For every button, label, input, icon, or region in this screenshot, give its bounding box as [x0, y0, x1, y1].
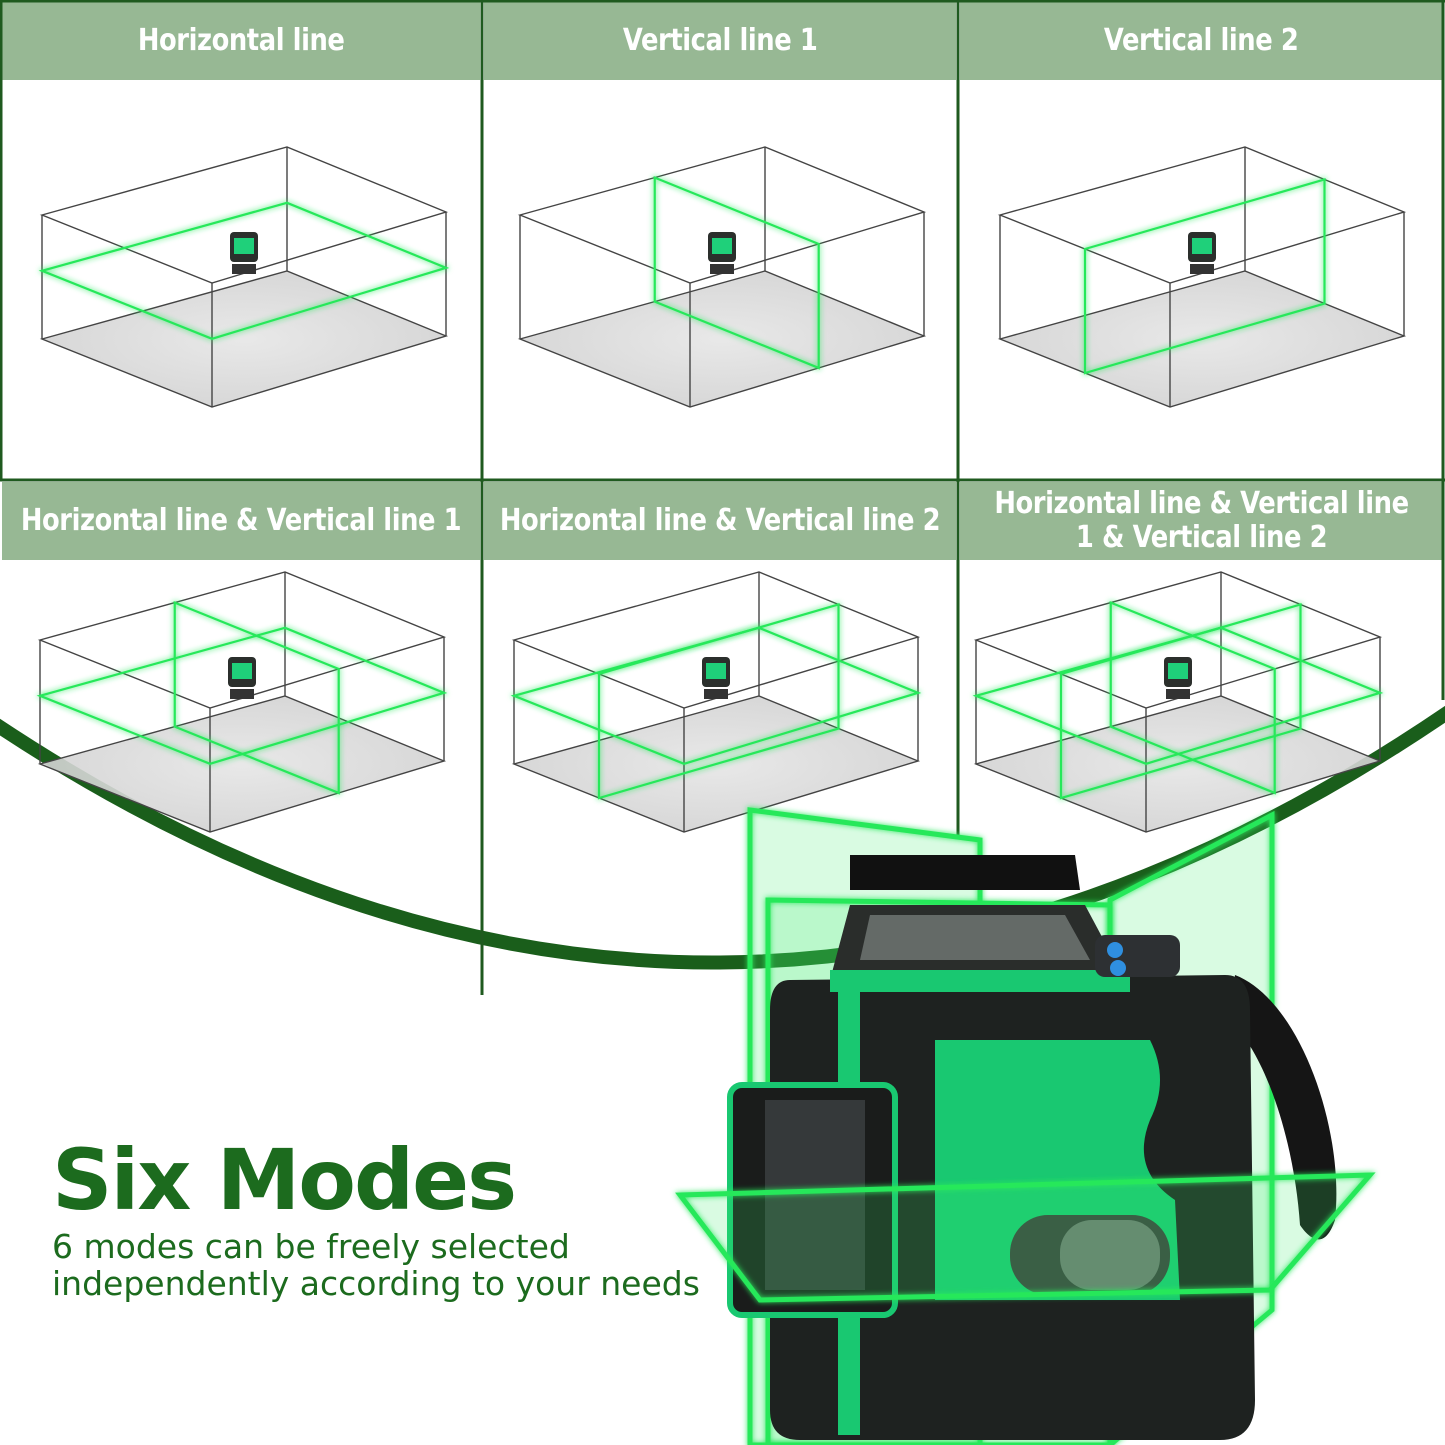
- laser-horizontal: [38, 201, 450, 340]
- mode-header-band: [484, 482, 956, 560]
- mode-grid: [0, 0, 1445, 995]
- laser-vertical-1: [1109, 600, 1276, 795]
- mode-title: Vertical line 1: [484, 2, 956, 80]
- mode-header-band: [2, 482, 480, 560]
- mode-title-text: Vertical line 1: [622, 23, 818, 58]
- room-box: [38, 146, 450, 408]
- mode-title-text: Horizontal line & Vertical line 2: [499, 503, 941, 538]
- laser-vertical-2: [1059, 603, 1302, 800]
- mode-header-band: [2, 2, 480, 80]
- mode-title-text: Horizontal line & Vertical line 1: [20, 503, 462, 538]
- room-floor: [42, 271, 446, 407]
- room-floor: [520, 271, 924, 407]
- mode-header-band: [960, 482, 1443, 560]
- headline: Six Modes: [52, 1131, 517, 1229]
- wrist-strap-icon: [1230, 975, 1337, 1240]
- room-box: [36, 571, 448, 833]
- mode-title: Horizontal line: [2, 2, 480, 80]
- mode-title: Horizontal line & Vertical line 1: [2, 482, 480, 560]
- laser-vertical-2: [1083, 178, 1326, 375]
- subtext: 6 modes can be freely selected independe…: [52, 1227, 700, 1303]
- room-floor: [40, 696, 444, 832]
- mode-header-band: [484, 2, 956, 80]
- laser-level-icon: [675, 807, 1376, 1445]
- mode-title: Vertical line 2: [960, 2, 1443, 80]
- mode-title-text: Horizontal line & Vertical line 1 & Vert…: [994, 486, 1409, 555]
- room-box: [517, 146, 927, 408]
- power-button: [1107, 942, 1123, 958]
- laser-vertical-2: [597, 603, 840, 800]
- device-top-cap: [850, 855, 1080, 890]
- mode-header-band: [960, 2, 1443, 80]
- room-box: [997, 146, 1407, 408]
- laser-vertical-1: [173, 600, 340, 795]
- mode-title-text: Vertical line 2: [1104, 23, 1299, 58]
- laser-horizontal: [36, 626, 448, 765]
- device-window: [860, 915, 1090, 960]
- mode-title: Horizontal line & Vertical line 2: [484, 482, 956, 560]
- room-box: [510, 571, 922, 833]
- laser-vertical-1: [653, 175, 820, 370]
- room-box: [972, 571, 1384, 833]
- device-accent-band: [830, 970, 1130, 992]
- laser-plane-horizontal: [675, 1172, 1376, 1303]
- mode-button: [1110, 960, 1126, 976]
- mode-title-text: Horizontal line: [137, 23, 345, 58]
- device-button-pod: [1095, 935, 1180, 977]
- mode-title: Horizontal line & Vertical line 1 & Vert…: [960, 482, 1443, 560]
